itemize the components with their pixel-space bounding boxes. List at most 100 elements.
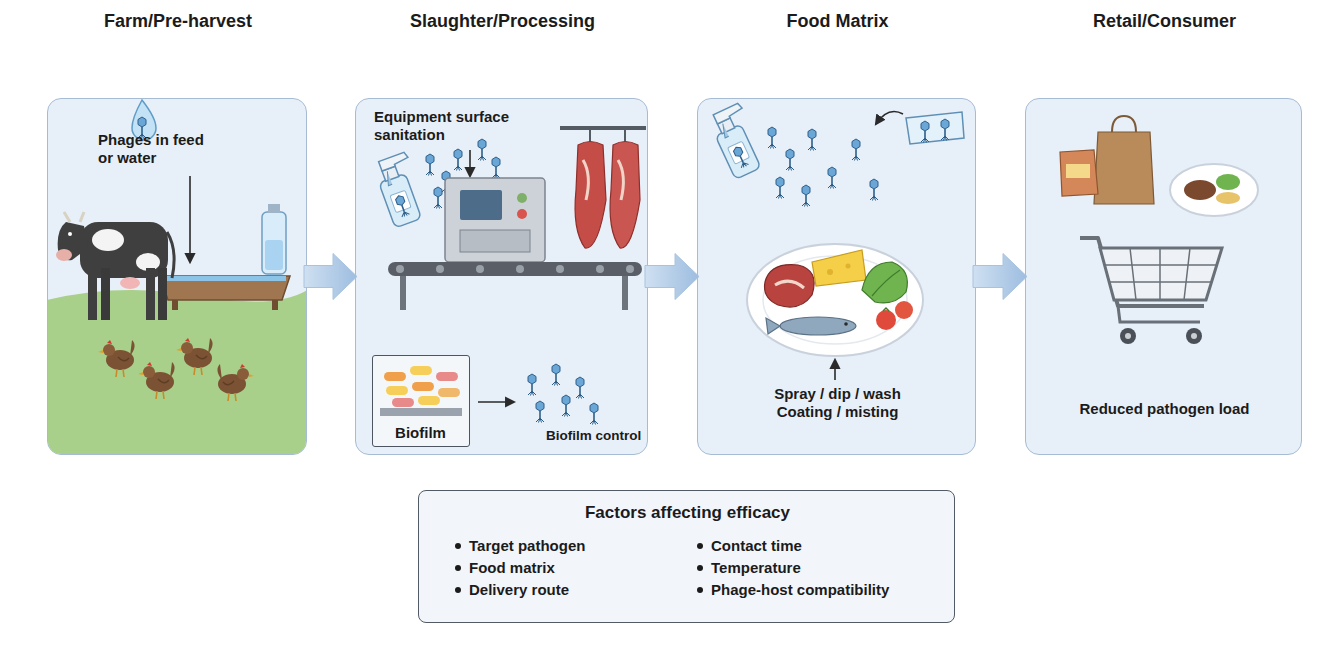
stage-panel: Slaughter/ProcessingEquipment surface sa… [355,98,648,455]
stage-panel: Food MatrixSpray / dip / wash Coating / … [697,98,976,455]
farm-illustration [172,300,178,310]
processing-illustration [386,386,408,395]
food-illustration [844,322,848,326]
farm-illustration [158,268,167,320]
retail-illustration [1080,238,1204,306]
processing-illustration [380,408,462,416]
processing-illustration [478,401,514,403]
processing-illustration [436,265,444,273]
processing-illustration [576,377,584,399]
retail-illustration [1191,333,1197,339]
processing-illustration [372,128,646,425]
retail-illustration [1120,328,1136,344]
food-illustration [763,256,907,344]
food-illustration [852,139,860,161]
panel-label: Spray / dip / wash Coating / misting [756,385,919,421]
bullet-dot [455,587,461,593]
food-illustration [812,250,866,286]
bullet-dot [455,565,461,571]
farm-illustration [167,232,174,278]
bullet-item: Phage-host compatibility [711,581,951,599]
food-illustration [906,112,964,144]
panel-heading: Retail/Consumer [1014,11,1315,33]
box-label: Biofilm [373,424,469,442]
factors-box: Factors affecting efficacyTarget pathoge… [418,490,955,623]
flow-arrow [304,254,357,300]
processing-illustration [476,265,484,273]
farm-illustration [262,212,286,274]
food-illustration [846,264,851,269]
retail-illustration [1100,248,1222,300]
bullet-dot [697,543,703,549]
food-illustration [876,112,903,124]
panel-label: Biofilm control [546,428,650,444]
retail-illustration [1112,116,1136,132]
food-illustration [802,185,810,207]
farm-illustration [48,288,306,454]
processing-illustration [396,265,404,273]
food-illustration [921,121,929,143]
processing-illustration [438,388,460,397]
farm-illustration [136,253,160,271]
processing-illustration [434,187,442,209]
processing-illustration [460,190,502,220]
processing-illustration [469,150,471,176]
processing-illustration [400,276,406,310]
processing-illustration [372,152,429,228]
stage-panel: Retail/ConsumerReduced pathogen load [1025,98,1302,455]
farm-illustration [265,240,283,270]
food-illustration [768,127,776,149]
processing-illustration [442,171,450,193]
bullet-item: Food matrix [469,559,689,577]
processing-illustration [528,374,536,396]
retail-illustration [1118,306,1200,322]
retail-illustration [1186,328,1202,344]
food-illustration [808,129,816,151]
panel-label: Phages in feed or water [98,131,216,167]
farm-illustration [120,277,140,289]
flow-arrow [973,254,1027,300]
farm-illustration [272,300,278,310]
farm-illustration [160,276,290,300]
farm-illustration [268,204,280,213]
stage-panel: Farm/Pre-harvestPhages in feed or water [47,98,307,455]
farm-illustration [92,229,124,251]
retail-illustration [1105,248,1216,300]
processing-illustration [626,265,634,273]
processing-illustration [384,372,406,381]
retail-illustration [1066,164,1090,178]
farm-illustration [101,268,110,320]
processing-illustration [596,265,604,273]
processing-illustration [562,395,570,417]
processing-illustration [517,209,527,219]
food-illustration [780,317,856,335]
food-illustration [872,270,900,296]
processing-illustration [590,403,598,425]
processing-illustration [622,276,628,310]
processing-illustration [517,193,527,203]
retail-illustration [1125,333,1131,339]
food-illustration [786,149,794,171]
farm-illustration [80,222,168,278]
panel-heading: Food Matrix [686,11,989,33]
food-illustration [765,265,815,307]
processing-illustration [418,396,440,405]
processing-illustration [436,372,458,381]
food-illustration [776,177,784,199]
processing-illustration [583,160,623,200]
retail-illustration [1060,116,1258,344]
farm-illustration [146,268,155,320]
food-illustration [862,262,907,303]
retail-illustration [1170,164,1258,216]
food-illustration [876,310,896,330]
food-illustration [870,179,878,201]
farm-illustration [138,117,146,139]
retail-illustration [1094,132,1154,204]
farm-illustration [68,232,72,236]
food-illustration [828,167,836,189]
bullet-dot [455,543,461,549]
processing-illustration [478,139,486,161]
retail-illustration [1216,192,1240,204]
